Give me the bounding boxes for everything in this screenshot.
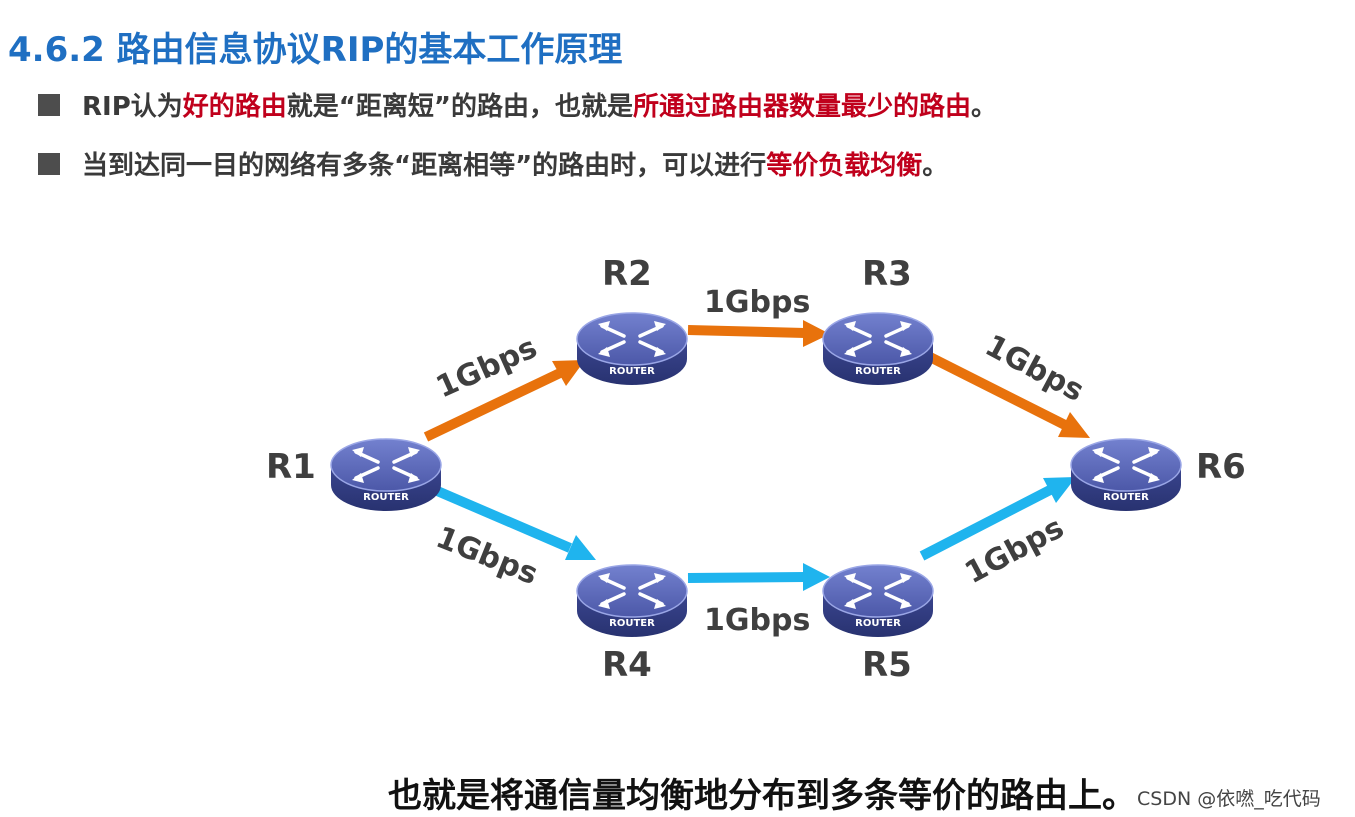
router-label-r3: R3 [862,254,912,294]
router-r6: ROUTER [1070,438,1182,511]
router-label-r2: R2 [602,254,652,294]
bullet-1: RIP认为好的路由就是“距离短”的路由，也就是所通过路由器数量最少的路由。 [38,86,997,123]
lower-path [426,477,1076,591]
router-caption: ROUTER [855,618,901,629]
bullet-1-text: RIP认为好的路由就是“距离短”的路由，也就是所通过路由器数量最少的路由。 [82,86,997,123]
link-label-r2-r3: 1Gbps [704,285,810,320]
link-label-r5-r6: 1Gbps [959,510,1069,591]
router-label-r5: R5 [862,645,912,685]
router-caption: ROUTER [609,366,655,377]
router-top [822,564,934,618]
router-arrows-icon [598,573,666,609]
router-label-r6: R6 [1196,447,1246,487]
router-top [822,312,934,366]
router-arrows-icon [1092,447,1160,483]
arrowhead-icon [1043,477,1076,503]
bullet-square-icon [38,93,60,116]
router-r2: ROUTER [576,312,688,385]
arrowhead-icon [565,535,596,560]
link-r3-r6-arrow [927,352,1068,430]
link-r1-r2-arrow [423,368,563,442]
video-subtitle: 也就是将通信量均衡地分布到多条等价的路由上。 [388,776,1136,816]
bullet-2-part: 。 [922,151,949,181]
link-label-r3-r6: 1Gbps [979,328,1089,409]
router-top [576,312,688,366]
router-label-r4: R4 [602,645,652,685]
link-r2-r3-arrow [687,325,806,338]
upper-path [423,320,1090,442]
arrowhead-icon [803,320,830,347]
link-r1-r4-arrow [426,482,572,553]
router-caption: ROUTER [855,366,901,377]
router-arrows-icon [352,447,420,483]
router-r1: ROUTER [330,438,442,511]
arrowhead-icon [1058,412,1090,438]
router-caption: ROUTER [609,618,655,629]
router-top [1070,438,1182,492]
router-r5: ROUTER [822,564,934,637]
link-r4-r5-arrow [687,572,806,583]
bullet-1-part: 。 [970,92,997,122]
slide-title: 4.6.2 路由信息协议RIP的基本工作原理 [8,30,623,70]
bullet-2-part: 当到达同一目的网络有多条“距离相等”的路由时，可以进行 [82,151,767,181]
router-caption: ROUTER [1103,492,1149,503]
bullet-square-icon [38,152,60,175]
bullet-1-part: RIP认为 [82,92,183,122]
bullet-2: 当到达同一目的网络有多条“距离相等”的路由时，可以进行等价负载均衡。 [38,145,948,182]
router-arrows-icon [844,573,912,609]
router-arrows-icon [844,321,912,357]
router-top [330,438,442,492]
arrowhead-icon [552,360,585,386]
bullet-2-text: 当到达同一目的网络有多条“距离相等”的路由时，可以进行等价负载均衡。 [82,145,948,182]
bullet-1-highlight: 好的路由 [182,92,287,122]
router-r4: ROUTER [576,564,688,637]
router-arrows-icon [598,321,666,357]
link-r5-r6-arrow [919,485,1053,561]
watermark: CSDN @依嘫_吃代码 [1137,788,1321,810]
router-label-r1: R1 [266,447,316,487]
bullet-1-highlight: 所通过路由器数量最少的路由 [632,92,971,122]
link-label-r4-r5: 1Gbps [704,603,810,638]
router-caption: ROUTER [363,492,409,503]
bullet-2-highlight: 等价负载均衡 [766,151,923,181]
router-r3: ROUTER [822,312,934,385]
arrowhead-icon [803,563,830,591]
bullet-1-part: 就是“距离短”的路由，也就是 [286,92,633,122]
router-top [576,564,688,618]
